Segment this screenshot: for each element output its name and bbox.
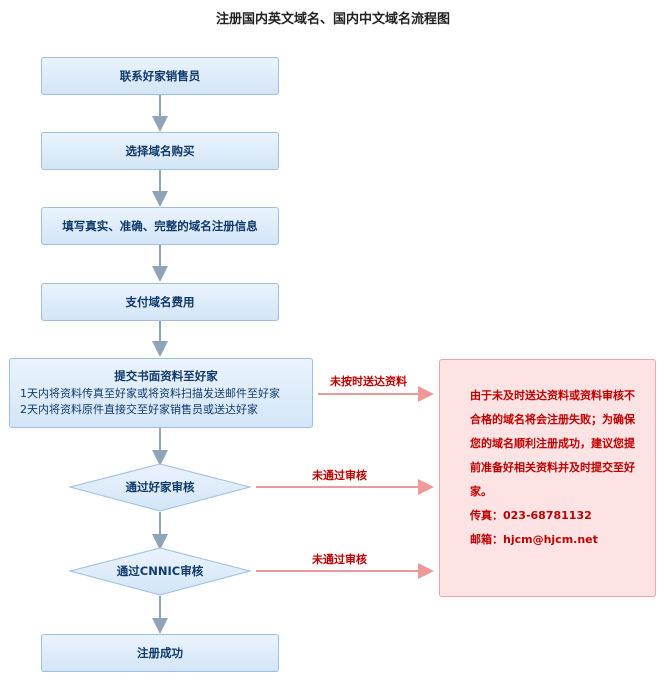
step-submit-heading: 提交书面资料至好家 [114,369,218,383]
failure-notice-text: 由于未及时送达资料或资料审核不合格的域名将会注册失败；为确保您的域名顺利注册成功… [470,389,635,498]
step-contact-sales: 联系好家销售员 [41,57,279,95]
step-choose-domain: 选择域名购买 [41,132,279,170]
step-choose-label: 选择域名购买 [125,144,195,158]
step-submit-line-2: 2天内将资料原件直接交至好家销售员或送达好家 [20,403,258,416]
edge-label-late: 未按时送达资料 [330,375,407,388]
decision-review1-shape [68,463,252,512]
edge-label-fail-review2: 未通过审核 [312,553,367,566]
diagram-title: 注册国内英文域名、国内中文域名流程图 [215,12,450,27]
step-submit-documents: 提交书面资料至好家 1天内将资料传真至好家或将资料扫描发送邮件至好家 2天内将资… [9,358,313,428]
failure-notice-box: 由于未及时送达资料或资料审核不合格的域名将会注册失败；为确保您的域名顺利注册成功… [439,359,656,597]
step-fill-label: 填写真实、准确、完整的域名注册信息 [62,219,258,233]
decision-review1-label: 通过好家审核 [125,480,195,494]
decision-review2-label: 通过CNNIC审核 [116,564,204,578]
notice-email: 邮箱：hjcm@hjcm.net [470,533,598,546]
step-success: 注册成功 [41,634,279,672]
step-submit-line-1: 1天内将资料传真至好家或将资料扫描发送邮件至好家 [20,387,280,400]
step-pay-label: 支付域名费用 [125,295,195,309]
notice-fax: 传真：023-68781132 [470,509,592,522]
step-fill-info: 填写真实、准确、完整的域名注册信息 [41,207,279,245]
step-contact-label: 联系好家销售员 [119,69,201,83]
decision-review2-shape [68,547,252,596]
step-success-label: 注册成功 [137,646,183,660]
edge-label-fail-review1: 未通过审核 [312,469,367,482]
step-pay-fee: 支付域名费用 [41,283,279,321]
